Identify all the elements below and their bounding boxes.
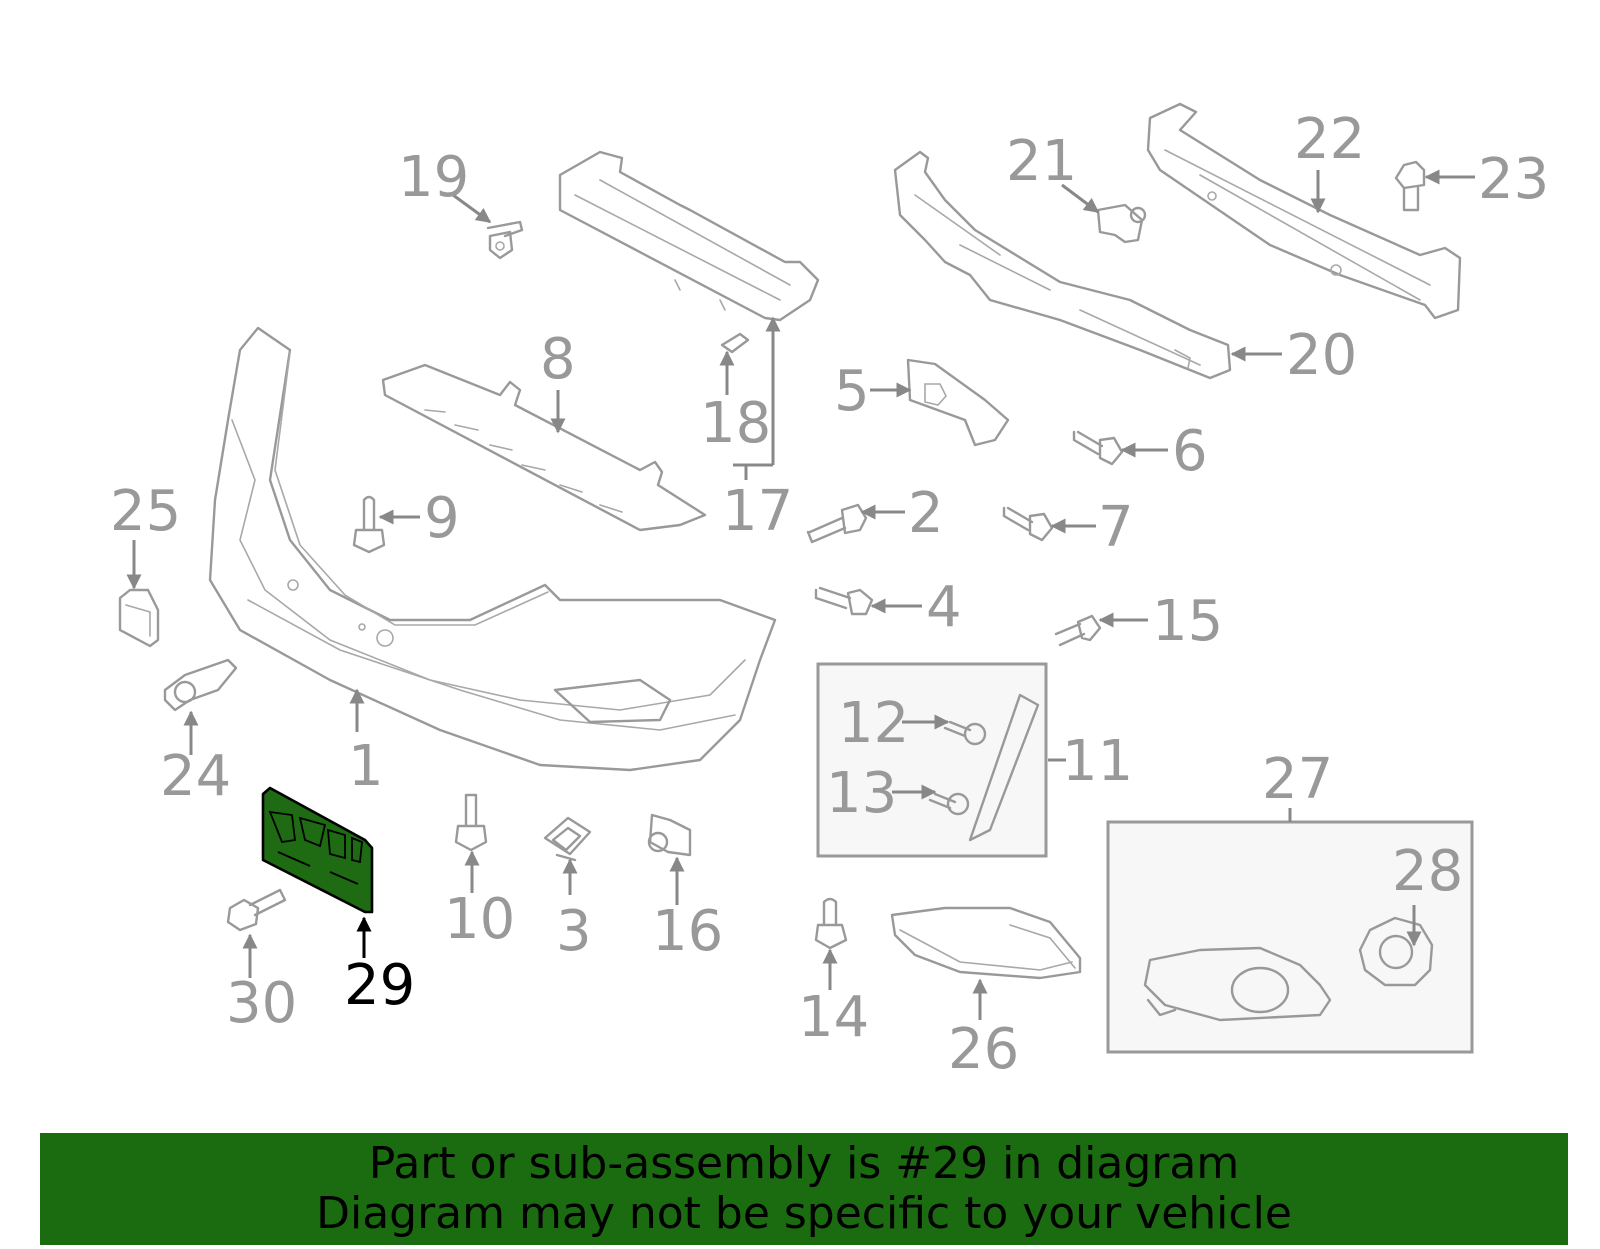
license-plate-bracket-part-29: [261, 786, 374, 914]
callout-7[interactable]: 7: [1098, 495, 1134, 560]
callout-23[interactable]: 23: [1478, 147, 1549, 212]
pad-part-18: [720, 332, 750, 354]
bracket-part-21: [1096, 203, 1147, 244]
bolt-part-7: [1002, 506, 1054, 542]
bolt-part-23: [1394, 160, 1426, 212]
callout-18[interactable]: 18: [700, 391, 771, 456]
callout-29[interactable]: 29: [344, 953, 415, 1018]
bracket-part-5: [906, 358, 1010, 447]
callout-21[interactable]: 21: [1006, 129, 1077, 194]
callout-13[interactable]: 13: [826, 761, 897, 826]
info-banner: Part or sub-assembly is #29 in diagram D…: [40, 1133, 1568, 1245]
bezel-part-26: [890, 906, 1082, 980]
clip-part-3: [543, 816, 592, 862]
callout-17[interactable]: 17: [722, 479, 793, 544]
clip-part-15: [1054, 614, 1102, 647]
callout-12[interactable]: 12: [838, 691, 909, 756]
bolt-part-2: [806, 503, 868, 544]
absorber-part-17: [558, 150, 820, 322]
callout-10[interactable]: 10: [444, 887, 515, 952]
callout-27[interactable]: 27: [1262, 747, 1333, 812]
bumper-cover-part: [208, 326, 777, 772]
banner-part-line: Part or sub-assembly is #29 in diagram: [368, 1138, 1240, 1189]
bolt-part-9: [352, 495, 386, 554]
callout-15[interactable]: 15: [1152, 589, 1223, 654]
callout-16[interactable]: 16: [652, 899, 723, 964]
callout-24[interactable]: 24: [160, 744, 231, 809]
callout-20[interactable]: 20: [1286, 323, 1357, 388]
callout-2[interactable]: 2: [908, 481, 944, 546]
callout-1[interactable]: 1: [348, 734, 384, 799]
callout-4[interactable]: 4: [926, 575, 962, 640]
callout-6[interactable]: 6: [1172, 419, 1208, 484]
clip-part-19: [486, 220, 524, 260]
absorber-part-20: [893, 150, 1232, 380]
reinforcement-part-22: [1146, 102, 1462, 320]
bolt-part-4: [814, 586, 874, 616]
callout-3[interactable]: 3: [556, 899, 592, 964]
callout-14[interactable]: 14: [798, 985, 869, 1050]
callout-28[interactable]: 28: [1392, 839, 1463, 904]
callout-11[interactable]: 11: [1062, 729, 1133, 794]
callout-9[interactable]: 9: [424, 486, 460, 551]
callout-30[interactable]: 30: [226, 971, 297, 1036]
callout-19[interactable]: 19: [398, 145, 469, 210]
part-11-box: [816, 662, 1048, 858]
stud-part-10: [454, 793, 488, 852]
callout-22[interactable]: 22: [1294, 107, 1365, 172]
banner-disclaimer-line: Diagram may not be specific to your vehi…: [316, 1188, 1292, 1239]
callout-5[interactable]: 5: [834, 359, 870, 424]
callout-26[interactable]: 26: [948, 1017, 1019, 1082]
absorber-part-8: [381, 363, 707, 532]
clip-part-16: [647, 813, 692, 857]
bolt-part-6: [1072, 430, 1124, 466]
callout-25[interactable]: 25: [110, 479, 181, 544]
sensor-part-24: [163, 658, 238, 712]
screw-part-14: [814, 897, 848, 950]
bolt-part-30: [226, 888, 287, 932]
cap-part-25: [118, 588, 160, 648]
callout-8[interactable]: 8: [540, 327, 576, 392]
